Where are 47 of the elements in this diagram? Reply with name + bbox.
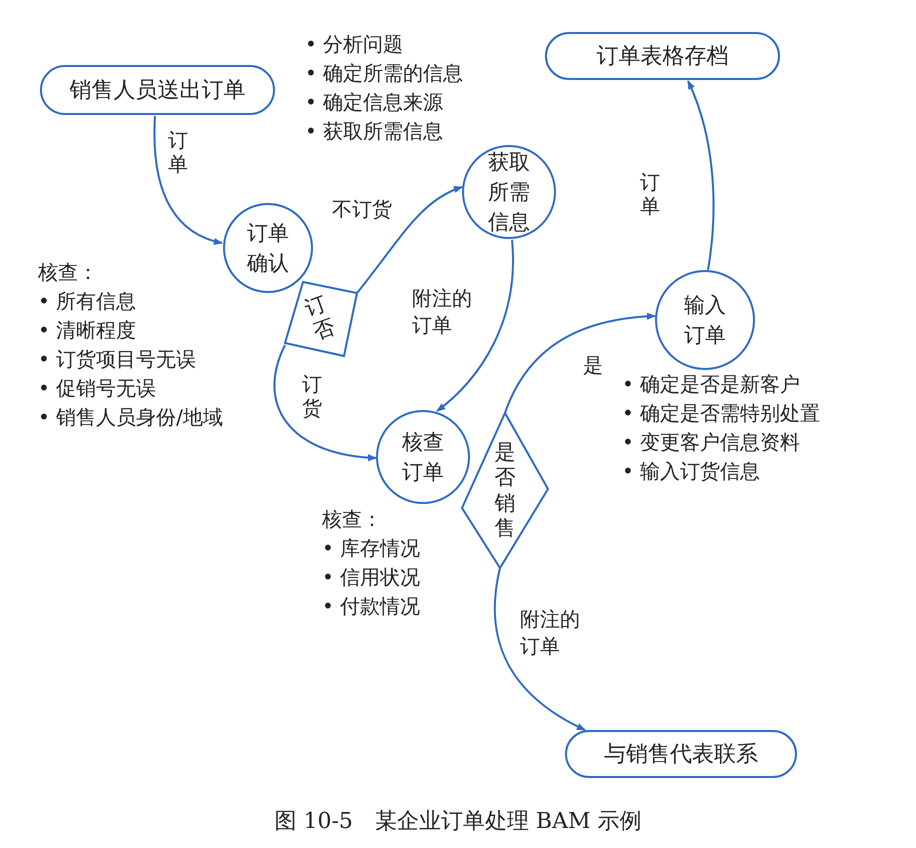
arrow	[153, 116, 223, 245]
node-label: 输入订单	[683, 292, 727, 349]
note-heading: 核查：	[38, 259, 99, 286]
bullet-item: • 促销号无误	[38, 375, 158, 402]
edge-label: 订单	[640, 170, 661, 218]
terminal-box	[545, 32, 780, 80]
bullet-item: • 确定是否是新客户	[622, 371, 802, 398]
node-label: 是否销售	[494, 440, 516, 541]
process-circle	[223, 203, 313, 293]
node-label: 订单确认	[246, 220, 290, 277]
edge-label: 订单	[168, 128, 189, 176]
edge-label: 订货	[302, 372, 323, 420]
bullet-item: • 变更客户信息资料	[622, 429, 802, 456]
bullet-item: • 确定是否需特别处置	[622, 400, 820, 427]
node-label: 核查订单	[401, 429, 445, 486]
note-heading: 核查：	[322, 506, 383, 533]
node-label: 订否	[301, 290, 339, 346]
arrow	[356, 186, 463, 294]
process-circle	[376, 410, 470, 504]
bullet-item: • 信用状况	[322, 564, 420, 591]
node-label: 订单表格存档	[596, 43, 728, 71]
bullet-item: • 获取所需信息	[305, 118, 444, 145]
node-label: 获取所需信息	[487, 149, 531, 236]
bullet-item: • 分析问题	[305, 31, 404, 58]
caption: 图 10-5 某企业订单处理 BAM 示例	[274, 809, 642, 834]
decision-diamond	[283, 280, 357, 356]
bullet-item: • 订货项目号无误	[38, 346, 198, 373]
bullet-item: • 库存情况	[322, 535, 420, 562]
node-label: 与销售代表联系	[604, 741, 758, 769]
bullet-item: • 确定信息来源	[305, 89, 444, 116]
terminal-box	[40, 65, 275, 115]
arrow	[436, 240, 514, 412]
arrow	[274, 344, 377, 461]
process-circle	[462, 145, 556, 239]
arrow	[687, 80, 714, 270]
arrow	[504, 312, 656, 414]
bullet-item: • 清晰程度	[38, 317, 138, 344]
terminal-box	[565, 730, 797, 778]
decision-diamond	[462, 413, 548, 568]
process-circle	[655, 270, 755, 370]
bullet-item: • 所有信息	[38, 288, 138, 315]
node-label: 销售人员送出订单	[70, 77, 246, 105]
bullet-item: • 输入订货信息	[622, 458, 762, 485]
bullet-item: • 销售人员身份/地域	[38, 404, 223, 431]
bullet-item: • 确定所需的信息	[305, 60, 464, 87]
arrow	[494, 568, 586, 731]
bullet-item: • 付款情况	[322, 593, 420, 620]
